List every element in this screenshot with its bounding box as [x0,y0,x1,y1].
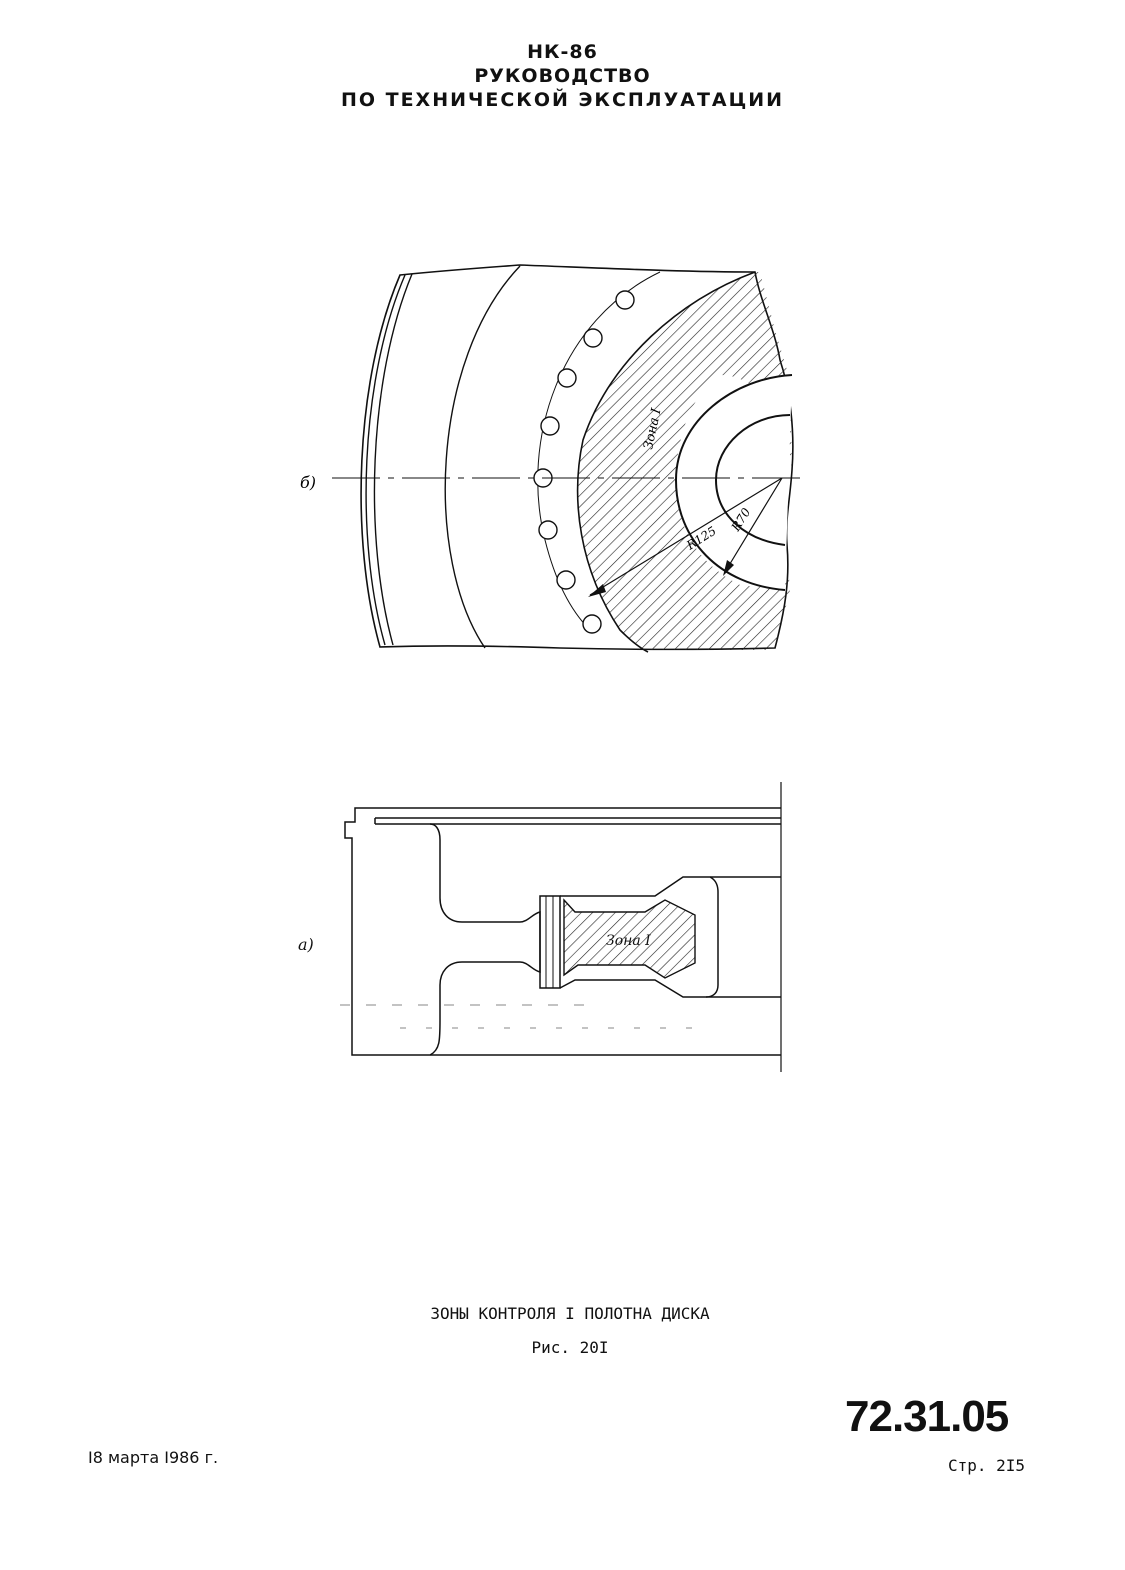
manual-subtitle: ПО ТЕХНИЧЕСКОЙ ЭКСПЛУАТАЦИИ [340,89,785,111]
rim-line-inner [373,273,413,646]
revision-date: I8 марта I986 г. [88,1448,219,1467]
figure-caption-title: ЗОНЫ КОНТРОЛЯ I ПОЛОТНА ДИСКА [430,1304,710,1323]
disk-sector-outline [360,264,794,651]
radius-r125-leader [589,477,783,596]
document-header: НК-86 РУКОВОДСТВО ПО ТЕХНИЧЕСКОЙ ЭКСПЛУА… [0,40,1125,112]
hub-arc-outer [674,374,793,591]
zone-1-hatched-area [577,270,792,650]
bolt-hole [582,614,602,634]
figure-b-label: б) [300,473,316,492]
figure-a-section-view [340,782,782,1072]
hub-arc-inner [714,414,791,546]
manual-title: РУКОВОДСТВО [474,65,651,87]
figure-caption-number: Рис. 20I [531,1338,609,1357]
figure-b-plan-view: R125 R70 Зона I б) [300,264,805,653]
bolt-hole [540,416,560,436]
web-arc [444,265,521,649]
radius-r70-leader [724,477,783,573]
radius-r125-arrowhead [588,584,606,597]
radius-r70-arrowhead [723,560,734,576]
document-number: 72.31.05 [845,1392,1009,1441]
bolt-hole [557,368,577,388]
zone-1-hatched-section [563,898,696,979]
figure-a-label: а) [298,935,314,954]
left-flange [344,807,541,1056]
bolt-hole [538,520,558,540]
bolt-hole [583,328,603,348]
engine-model: НК-86 [527,41,598,63]
zone-boundary-arc [576,271,756,653]
page-number: Стр. 2I5 [948,1456,1026,1475]
rim-band [539,895,561,989]
rim-line-outer [365,274,406,646]
bolt-hole [556,570,576,590]
bolt-hole [615,290,635,310]
bolt-circle-arc [537,271,661,631]
zone-1-label-a: Зона I [606,933,651,949]
